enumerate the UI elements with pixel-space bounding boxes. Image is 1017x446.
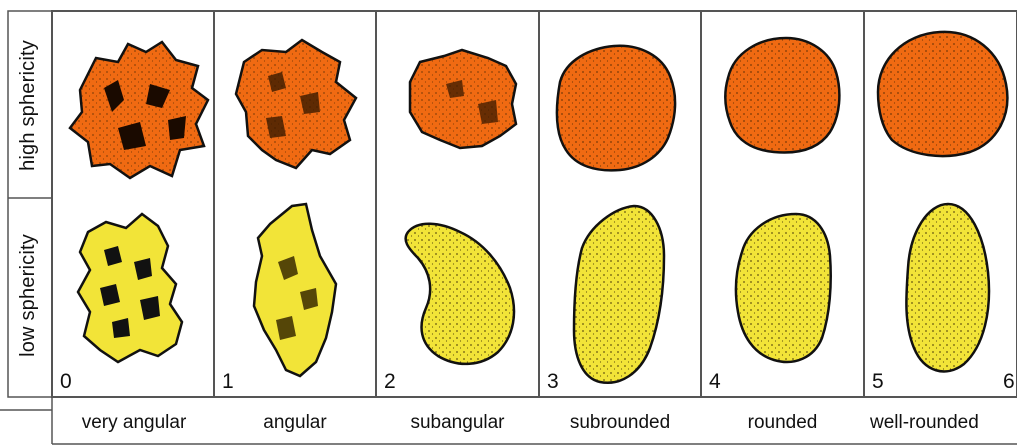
column-name-rounded: rounded <box>701 412 864 434</box>
grain-rounded-high <box>725 38 839 152</box>
grain-very-angular-low <box>78 214 182 362</box>
grain-subrounded-low <box>574 206 664 383</box>
column-index-4: 4 <box>709 370 721 394</box>
column-name-angular: angular <box>214 412 376 434</box>
grain-texture <box>878 32 1007 156</box>
grain-subangular-low <box>406 224 514 364</box>
grain-texture <box>736 214 831 362</box>
grain-outline <box>254 204 336 376</box>
column-name-well-rounded: well-rounded <box>864 412 1017 434</box>
grain-very-angular-high <box>70 42 208 178</box>
row-label-text: high sphericity <box>17 40 40 171</box>
column-index-3: 3 <box>547 370 559 394</box>
column-name-subrounded: subrounded <box>539 412 701 434</box>
grain-angular-low <box>254 204 336 376</box>
grain-subrounded-high <box>557 46 675 171</box>
column-name-very-angular: very angular <box>54 412 214 434</box>
row-label-low-sphericity: low sphericity <box>8 200 48 390</box>
grain-rounded-low <box>736 214 831 362</box>
grain-texture <box>406 224 514 364</box>
row-label-text: low sphericity <box>17 234 40 357</box>
grain-angular-high <box>236 40 356 168</box>
grain-texture <box>557 46 675 171</box>
grain-texture <box>906 204 989 371</box>
row-label-high-sphericity: high sphericity <box>8 12 48 198</box>
column-index-5: 5 <box>872 370 884 394</box>
column-index-6: 6 <box>1003 370 1015 394</box>
grain-well-rounded-low <box>906 204 989 371</box>
column-index-1: 1 <box>222 370 234 394</box>
grain-subangular-high <box>410 50 516 148</box>
grain-texture <box>725 38 839 152</box>
column-name-subangular: subangular <box>376 412 539 434</box>
column-index-0: 0 <box>60 370 72 394</box>
grain-texture <box>410 50 516 148</box>
grain-texture <box>574 206 664 383</box>
grain-well-rounded-high <box>878 32 1007 156</box>
grain-outline <box>78 214 182 362</box>
column-index-2: 2 <box>384 370 396 394</box>
